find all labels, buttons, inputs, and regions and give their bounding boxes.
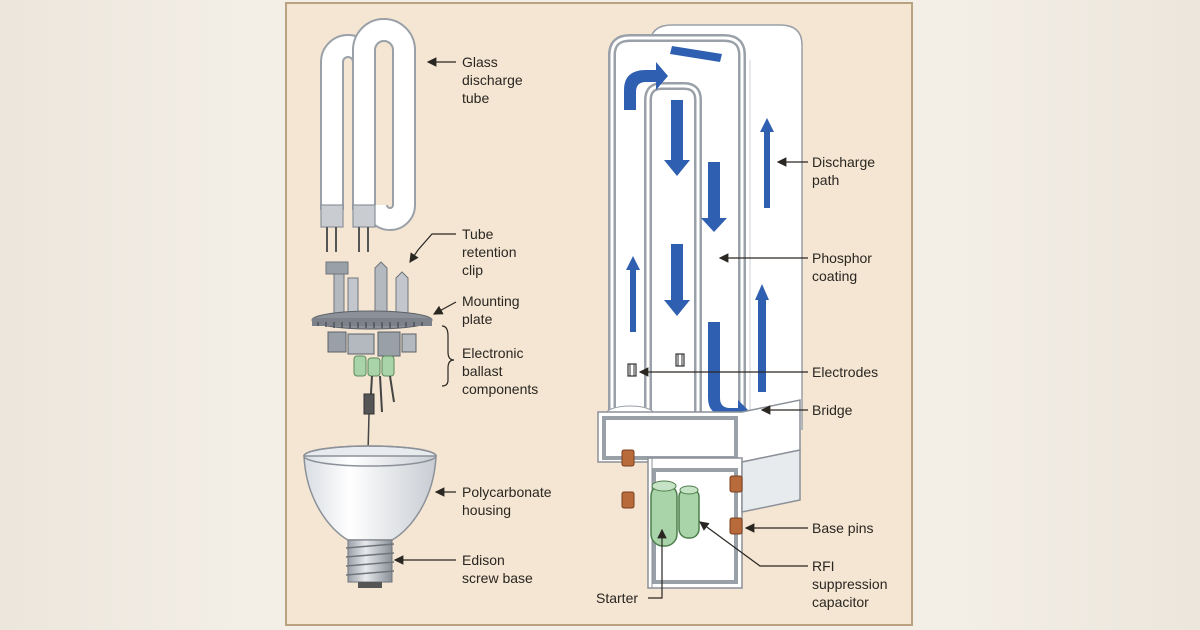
polycarbonate-housing (303, 445, 437, 541)
cfl-lamp-cutaway (597, 24, 803, 589)
label-discharge-path: Discharge path (812, 154, 879, 188)
mounting-plate (311, 310, 433, 330)
label-bridge: Bridge (812, 402, 853, 418)
edison-screw-base (345, 539, 395, 588)
label-starter: Starter (596, 590, 638, 606)
label-electronic-ballast-components: Electronic ballast components (462, 345, 538, 397)
discharge-path-arrows (624, 46, 774, 424)
starter (650, 480, 678, 547)
label-polycarbonate-housing: Polycarbonate housing (462, 484, 555, 518)
leader-lines (393, 57, 808, 599)
rfi-suppression-capacitor (678, 485, 700, 539)
label-edison-screw-base: Edison screw base (462, 552, 533, 586)
label-phosphor-coating: Phosphor coating (812, 250, 876, 284)
base-pins (621, 449, 743, 535)
label-tube-retention-clip: Tube retention clip (462, 226, 520, 278)
label-glass-discharge-tube: Glass discharge tube (462, 54, 527, 106)
label-electrodes: Electrodes (812, 364, 878, 380)
electrodes (627, 353, 685, 377)
electronic-ballast-components (327, 331, 417, 453)
label-rfi-suppression-capacitor: RFI suppression capacitor (812, 558, 891, 610)
glass-discharge-tube (320, 18, 416, 252)
label-mounting-plate: Mounting plate (462, 293, 523, 327)
label-base-pins: Base pins (812, 520, 873, 536)
